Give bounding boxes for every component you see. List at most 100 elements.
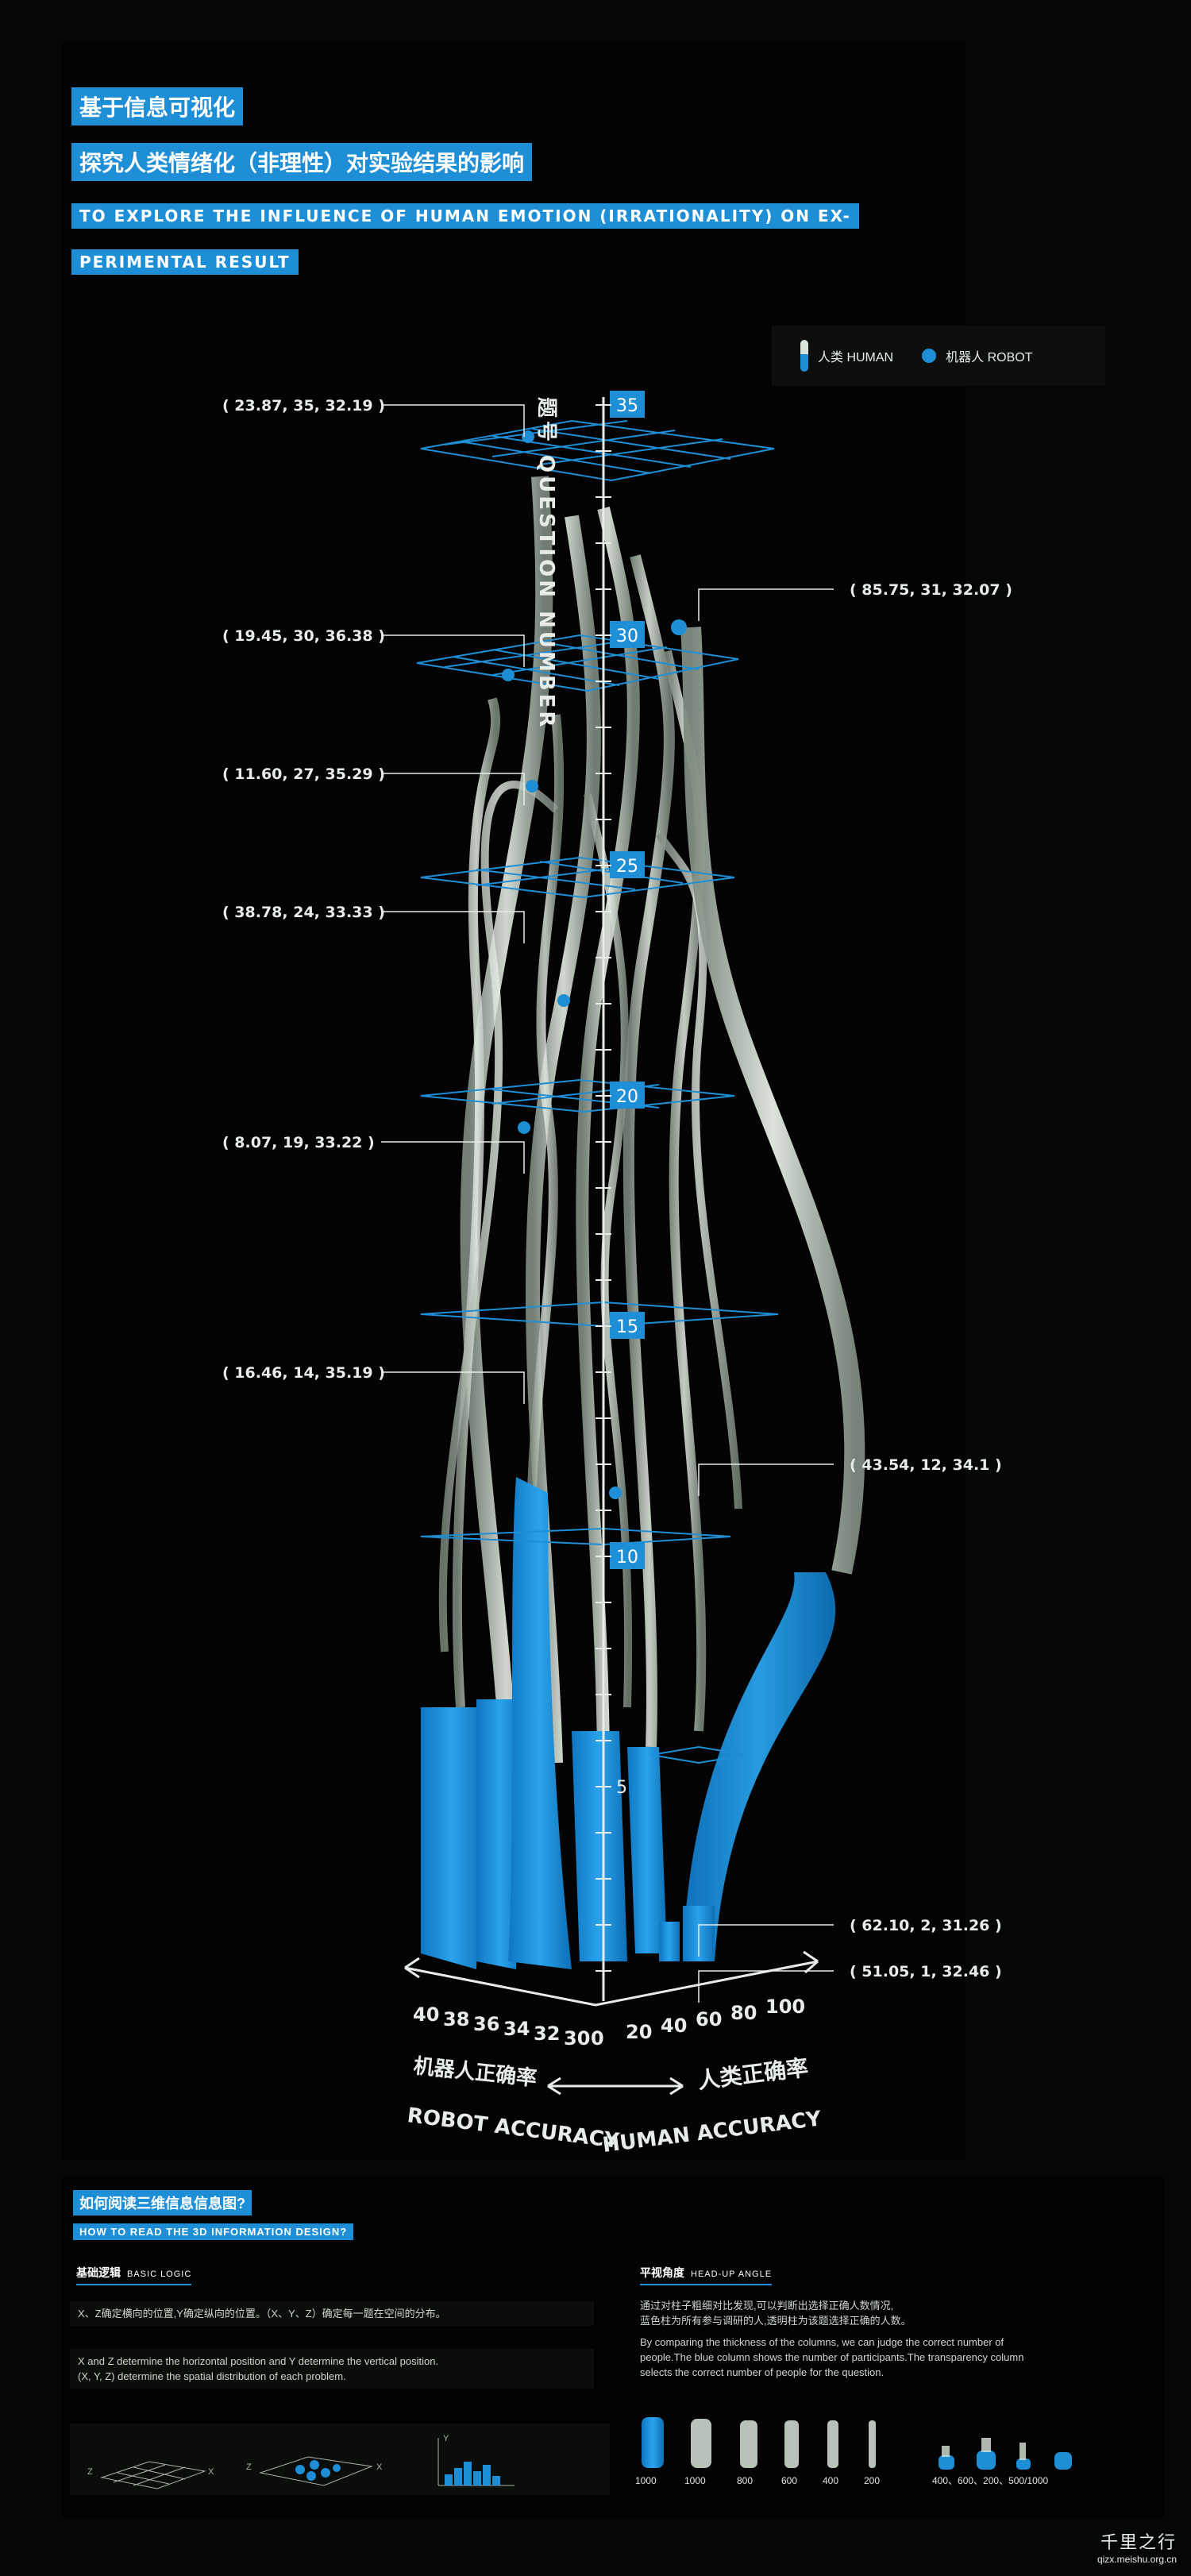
question-tick-label: 15 [616,1317,638,1337]
callout-label: ( 85.75, 31, 32.07 ) [850,581,1012,599]
callout-label: ( 16.46, 14, 35.19 ) [222,1364,385,1382]
robot-axis-tick: 40 [413,2003,439,2026]
callout-leader [698,1924,834,1957]
callout-label: ( 23.87, 35, 32.19 ) [222,397,385,415]
column-label-1: 1000 [635,2475,657,2485]
question-tick-label: 35 [616,396,638,416]
robot-axis-tick: 36 [473,2013,499,2035]
robot-dots [502,430,687,1499]
robot-col-4 [1054,2452,1072,2470]
column-800 [740,2420,757,2468]
grid-diagram-1 [100,2461,206,2489]
legend: 人类 HUMAN 机器人 ROBOT [772,326,1105,386]
robot-axis-tick: 38 [443,2008,469,2030]
human-axis-tick: 20 [626,2021,652,2043]
basic-logic-text-cn: X、Z确定横向的位置,Y确定纵向的位置。（X、Y、Z）确定每一题在空间的分布。 [70,2301,594,2326]
human-axis-tick: 100 [765,1996,805,2018]
column-label-3: 800 [737,2475,753,2485]
head-up-title-cn: 平视角度 [640,2266,684,2279]
head-up-text-cn-2: 蓝色柱为所有参与调研的人,透明柱为该题选择正确的人数。 [640,2315,912,2327]
title-en-2: PERIMENTAL RESULT [71,249,299,275]
head-up-text: 通过对柱子粗细对比发现,可以判断出选择正确人数情况, 蓝色柱为所有参与调研的人,… [640,2298,1148,2380]
column-robot-total [642,2417,664,2468]
robot-dot-icon [922,349,937,363]
column-400 [827,2420,838,2468]
watermark: 千里之行 qizx.meishu.org.cn [1097,2528,1177,2565]
head-up-text-cn-1: 通过对柱子粗细对比发现,可以判断出选择正确人数情况, [640,2300,894,2312]
callout-leader [381,634,525,667]
human-axis-tick: 40 [661,2015,687,2037]
head-up-title: 平视角度 HEAD-UP ANGLE [640,2265,773,2285]
column-label-5: 400 [823,2475,838,2485]
column-600 [784,2420,799,2468]
head-up-text-en-1: By comparing the thickness of the column… [640,2336,1004,2348]
title-cn-1: 基于信息可视化 [71,87,244,125]
axis-title: 题号 QUESTION NUMBER [534,397,558,730]
basic-logic-text-en-2: (X, Y, Z) determine the spatial distribu… [78,2370,346,2382]
human-axis-label-en: HUMAN ACCURACY [601,2107,823,2158]
robot-axis-tick: 30 [564,2027,590,2050]
head-up-text-en-2: people.The blue column shows the number … [640,2351,1024,2363]
callout-label: ( 11.60, 27, 35.29 ) [222,765,385,783]
human-axis-label-cn: 人类正确率 [696,2054,810,2094]
callout-label: ( 62.10, 2, 31.26 ) [850,1917,1002,1934]
callout-leader [381,1371,525,1404]
robot-axis-tick: 32 [534,2023,560,2045]
head-up-text-en-3: selects the correct number of people for… [640,2366,885,2378]
robot-col-3 [1016,2458,1031,2470]
callout-leader [381,911,525,943]
base-axes [404,1950,819,2096]
callout-leader [381,1141,525,1174]
callout-leader [698,1463,834,1496]
grid-diagram-2 [259,2456,373,2486]
robot-caption: 400、600、200、500/1000 [932,2475,1048,2485]
watermark-url: qizx.meishu.org.cn [1097,2554,1177,2565]
legend-robot-label: 机器人 ROBOT [946,351,1033,364]
human-column-icon [800,340,808,372]
callout-leader [698,588,834,621]
title-cn-2: 探究人类情绪化（非理性）对实验结果的影响 [71,143,533,181]
basic-logic-text-en: X and Z determine the horizontal positio… [70,2349,594,2389]
robot-col-1 [939,2455,954,2470]
question-tick-box [610,621,645,648]
robot-axis-tick: 34 [503,2018,530,2040]
axis-z-2: Z [246,2462,252,2472]
column-200 [869,2420,876,2468]
axis-z-1: Z [87,2467,93,2477]
question-tick-box [610,1542,645,1569]
callout-label: ( 43.54, 12, 34.1 ) [850,1456,1002,1474]
column-label-6: 200 [864,2475,880,2485]
legend-human-label: 人类 HUMAN [818,351,894,364]
question-ticks: 35 30 25 20 15 10 5 [596,391,645,1972]
3d-visualization: 题号 QUESTION NUMBER 35 30 25 20 15 10 5 ( 23.87… [222,391,1012,2158]
column-label-2: 1000 [684,2475,706,2485]
reading-guide: 如何阅读三维信息信息图? HOW TO READ THE 3D INFORMAT… [62,2176,1164,2517]
question-tick-label: 30 [616,627,638,646]
basic-logic-diagrams: Z X Z X Y [70,2424,610,2495]
human-axis-tick: 0 [591,2027,604,2050]
callout-label: ( 51.05, 1, 32.46 ) [850,1963,1002,1980]
callout-label: ( 8.07, 19, 33.22 ) [222,1134,375,1151]
robot-col-2 [977,2451,996,2470]
question-tick-label: 5 [616,1778,627,1798]
column-1000 [691,2419,711,2468]
bar-diagram [437,2438,515,2486]
question-tick-label: 25 [616,857,638,877]
robot-columns [421,1477,836,1969]
question-tick-box [610,391,645,418]
question-tick-box [610,1082,645,1109]
guide-title-cn: 如何阅读三维信息信息图? [73,2190,252,2215]
head-up-title-en: HEAD-UP ANGLE [691,2269,773,2279]
basic-logic-title-cn: 基础逻辑 [76,2266,121,2279]
head-up-columns: 1000 1000 800 600 400 200 400、600、200、50… [635,2417,1072,2485]
watermark-brand: 千里之行 [1100,2532,1177,2552]
question-tick-label: 20 [616,1087,638,1107]
legend-human: 人类 HUMAN [800,340,893,372]
callouts: ( 23.87, 35, 32.19 ) ( 85.75, 31, 32.07 )… [222,397,1012,2003]
title-en-1: TO EXPLORE THE INFLUENCE OF HUMAN EMOTIO… [71,203,859,229]
human-axis-tick: 80 [730,2002,757,2024]
basic-logic-title-en: BASIC LOGIC [127,2269,192,2279]
question-tick-label: 10 [616,1548,638,1568]
